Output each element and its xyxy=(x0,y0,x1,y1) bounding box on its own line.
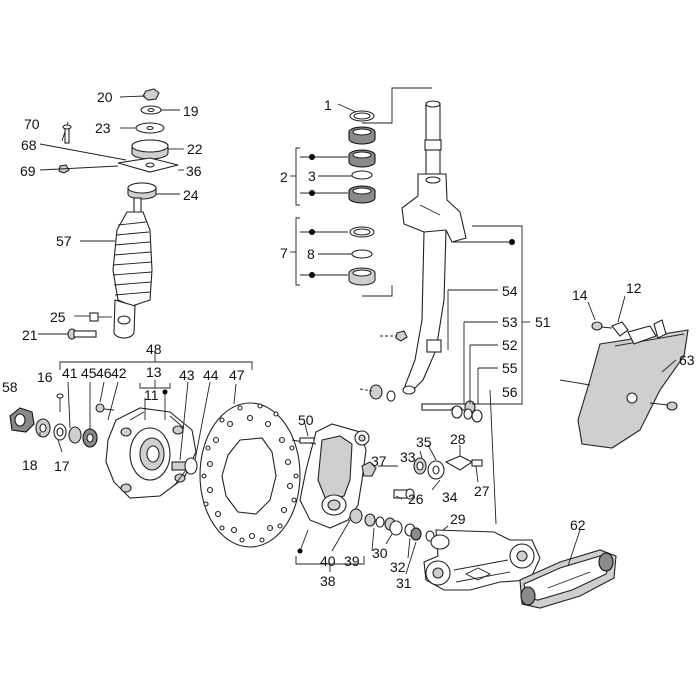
label-11: 11 xyxy=(144,387,159,403)
label-22: 22 xyxy=(187,141,203,157)
label-41: 41 xyxy=(62,365,78,381)
label-45: 45 xyxy=(81,365,97,381)
label-13: 13 xyxy=(146,364,162,380)
label-36: 36 xyxy=(186,163,202,179)
part-62-cover-group xyxy=(519,529,617,609)
label-27: 27 xyxy=(474,483,490,499)
part-30-washer xyxy=(389,520,403,536)
label-43: 43 xyxy=(179,367,195,383)
part-41-seal xyxy=(68,426,82,444)
steering-tube-top xyxy=(425,103,441,175)
label-1: 1 xyxy=(324,97,332,113)
label-16: 16 xyxy=(37,369,53,385)
part-28-bracket xyxy=(444,455,474,471)
label-24: 24 xyxy=(183,187,199,203)
part-14-screw xyxy=(591,321,603,331)
label-48: 48 xyxy=(146,341,162,357)
label-42: 42 xyxy=(111,365,127,381)
label-38: 38 xyxy=(320,573,336,589)
part-27-screw xyxy=(471,459,483,467)
label-47: 47 xyxy=(229,367,245,383)
label-46: 46 xyxy=(96,365,112,381)
part-8-ring xyxy=(351,249,373,259)
part-63-mudguard xyxy=(577,329,689,449)
label-7: 7 xyxy=(280,245,288,261)
label-56: 56 xyxy=(502,384,518,400)
label-52: 52 xyxy=(502,337,518,353)
label-62: 62 xyxy=(570,517,586,533)
label-32: 32 xyxy=(390,559,406,575)
wheel-hub-group xyxy=(9,352,253,499)
label-34: 34 xyxy=(442,489,458,505)
label-53: 53 xyxy=(502,314,518,330)
label-8: 8 xyxy=(307,246,315,262)
part-16-screw xyxy=(56,393,64,399)
part-37-nut xyxy=(361,461,377,477)
fork-leg-group xyxy=(291,419,370,572)
part-39-bushing xyxy=(364,513,376,527)
label-30: 30 xyxy=(372,545,388,561)
label-3: 3 xyxy=(308,168,316,184)
label-14: 14 xyxy=(572,287,588,303)
steering-bearing-group xyxy=(290,87,432,297)
label-57: 57 xyxy=(56,233,72,249)
label-29: 29 xyxy=(450,511,466,527)
part-42-screw xyxy=(95,403,105,413)
swing-arm-group xyxy=(423,389,541,591)
brake-disc-group xyxy=(199,402,301,548)
mudguard-group xyxy=(559,295,689,449)
label-33: 33 xyxy=(400,449,416,465)
part-3-ring xyxy=(351,170,373,180)
part-44-seal xyxy=(184,457,198,475)
label-70: 70 xyxy=(24,116,40,132)
label-68: 68 xyxy=(21,137,37,153)
label-58: 58 xyxy=(2,379,18,395)
part-70-screw xyxy=(64,127,70,144)
label-31: 31 xyxy=(396,575,412,591)
part-51-steering-column xyxy=(401,173,467,393)
label-25: 25 xyxy=(50,309,66,325)
label-23: 23 xyxy=(95,120,111,136)
label-69: 69 xyxy=(20,163,36,179)
label-39: 39 xyxy=(344,553,360,569)
part-25-bolt xyxy=(89,312,112,322)
steering-column-group xyxy=(359,100,530,423)
label-54: 54 xyxy=(502,283,518,299)
part-50-screw xyxy=(299,437,315,444)
part-21-bolt xyxy=(67,328,97,340)
label-35: 35 xyxy=(416,434,432,450)
shock-absorber-group xyxy=(38,88,184,340)
label-63: 63 xyxy=(679,352,695,368)
part-12-clip xyxy=(611,321,629,337)
part-29-swing-arm xyxy=(423,529,541,591)
part-40-seal xyxy=(349,508,363,524)
brake-disc-holes xyxy=(201,403,299,543)
part-31-bearing xyxy=(410,527,422,541)
part-20-nut xyxy=(142,88,160,101)
label-2: 2 xyxy=(280,169,288,185)
label-55: 55 xyxy=(502,360,518,376)
label-21: 21 xyxy=(22,327,38,343)
label-18: 18 xyxy=(22,457,38,473)
label-12: 12 xyxy=(626,280,642,296)
label-28: 28 xyxy=(450,431,466,447)
callout-labels: 20 19 70 23 68 22 69 36 24 57 25 21 1 2 … xyxy=(2,89,695,591)
label-17: 17 xyxy=(54,458,70,474)
label-19: 19 xyxy=(183,103,199,119)
label-44: 44 xyxy=(203,367,219,383)
label-50: 50 xyxy=(298,412,314,428)
label-20: 20 xyxy=(97,89,113,105)
label-51: 51 xyxy=(535,314,551,330)
label-40: 40 xyxy=(320,553,336,569)
part-43-spacer xyxy=(171,461,187,471)
linkage-small-parts xyxy=(361,444,483,575)
label-37: 37 xyxy=(371,453,387,469)
label-26: 26 xyxy=(408,491,424,507)
